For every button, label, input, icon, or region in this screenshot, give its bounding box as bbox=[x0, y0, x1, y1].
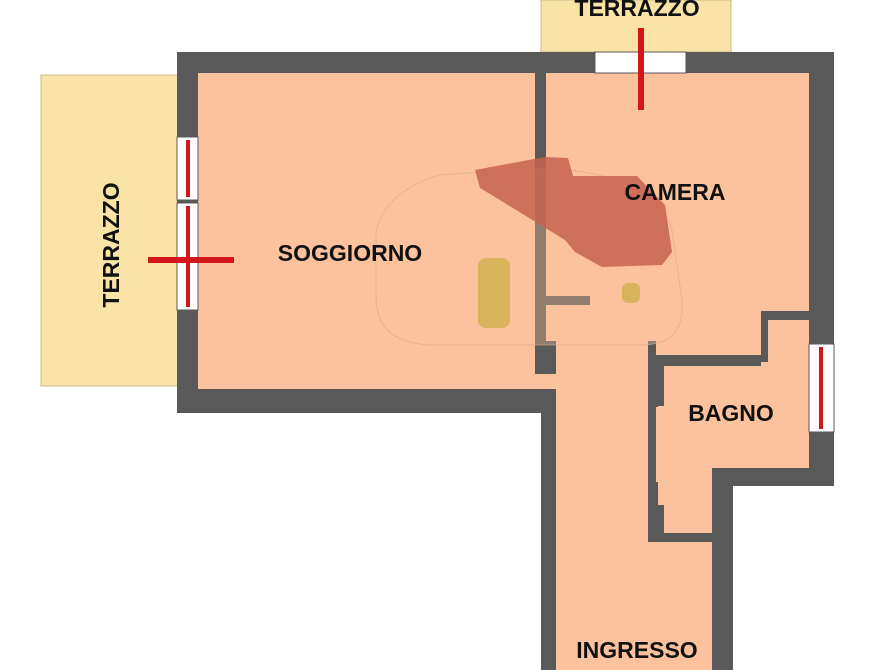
hall-door-gap bbox=[535, 374, 565, 389]
window-opening-marker-bagno bbox=[819, 347, 823, 429]
terrace-left bbox=[40, 74, 179, 387]
terrace-label-top: TERRAZZO bbox=[574, 0, 699, 21]
room-label-ingresso: INGRESSO bbox=[576, 637, 697, 663]
room-bagno bbox=[656, 320, 809, 534]
room-fills bbox=[198, 73, 809, 670]
room-camera bbox=[546, 73, 809, 355]
room-label-camera: CAMERA bbox=[625, 179, 726, 205]
floor-plan-logo-watermark bbox=[375, 157, 683, 346]
terrace-top bbox=[540, 0, 732, 53]
room-ingresso bbox=[556, 400, 712, 670]
terrace-access-marker-left bbox=[148, 257, 234, 263]
room-label-bagno: BAGNO bbox=[688, 400, 774, 426]
room-label-soggiorno: SOGGIORNO bbox=[278, 240, 422, 266]
terrace-label-left: TERRAZZO bbox=[98, 182, 124, 307]
room-hall bbox=[556, 341, 648, 400]
room-soggiorno bbox=[198, 73, 535, 389]
window-opening-marker-soggiorno-lower bbox=[186, 206, 190, 307]
opening-markers bbox=[148, 28, 823, 429]
terrace-access-marker-top bbox=[638, 28, 644, 110]
window-opening-marker-soggiorno-upper bbox=[186, 140, 190, 197]
